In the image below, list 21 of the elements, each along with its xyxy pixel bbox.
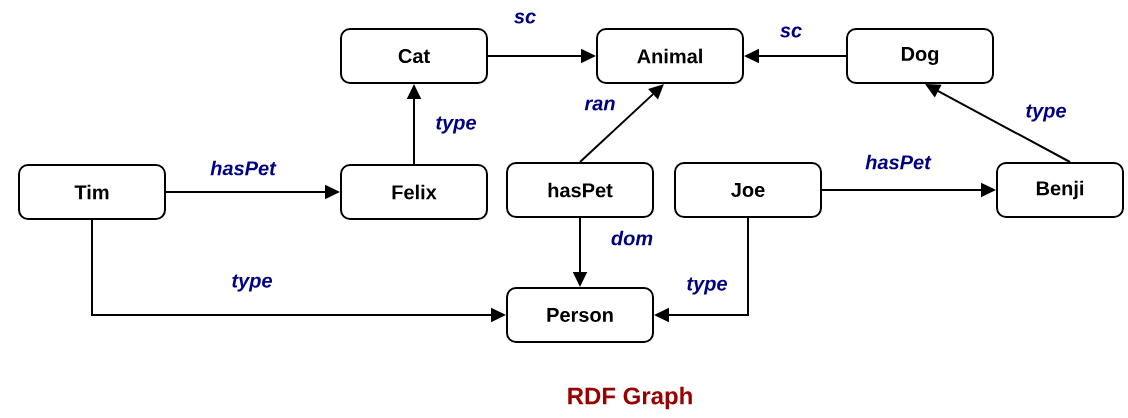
- node-box: Cat: [340, 28, 488, 84]
- edge-label: type: [434, 115, 478, 135]
- node-box: hasPet: [506, 162, 654, 218]
- node-box: Animal: [596, 28, 744, 84]
- edge-label: ran: [583, 98, 617, 112]
- edge-label: type: [685, 276, 729, 296]
- node-box: Tim: [18, 164, 166, 220]
- edge-label: sc: [778, 25, 804, 39]
- node-box: Felix: [340, 164, 488, 220]
- edge-label: sc: [512, 11, 538, 25]
- edge-label: hasPet: [209, 159, 277, 177]
- node-box: Person: [506, 287, 654, 343]
- edge-label: type: [230, 273, 274, 293]
- node-box: Dog: [846, 28, 994, 84]
- caption: RDF Graph: [568, 386, 692, 410]
- node-box: Joe: [674, 162, 822, 218]
- edge-label: hasPet: [864, 153, 932, 171]
- arrow: [579, 84, 664, 163]
- edge-label: dom: [609, 229, 655, 247]
- edge-label: type: [1024, 103, 1068, 123]
- node-box: Benji: [996, 162, 1124, 218]
